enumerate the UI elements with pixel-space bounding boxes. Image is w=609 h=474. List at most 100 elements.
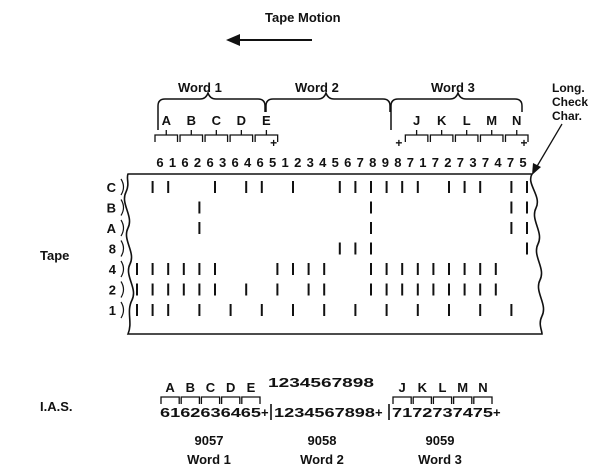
top-letter-a: A: [162, 113, 172, 128]
top-code-digit: 7: [432, 155, 439, 170]
word-3-brace: [390, 90, 523, 130]
plus-mark: +: [520, 136, 527, 150]
top-code-digit: 6: [156, 155, 163, 170]
row-brace: [120, 199, 125, 216]
top-code-digit: 7: [507, 155, 514, 170]
tape-outline: [123, 173, 545, 335]
callout-line-3: Char.: [552, 109, 582, 123]
word-2-label: Word 2: [295, 80, 339, 95]
top-code-digit: 4: [494, 155, 502, 170]
ias-letter-bracket: [160, 396, 180, 404]
top-code-digit: 8: [369, 155, 376, 170]
top-code-digit: 5: [332, 155, 339, 170]
ias-address-3: 9059: [426, 433, 455, 448]
row-brace: [120, 219, 125, 237]
top-code-digit: 1: [282, 155, 289, 170]
ias-plus-3: +: [493, 405, 501, 420]
letter-bracket: [479, 130, 504, 142]
ias-codes-word-3: 7172737475: [392, 405, 493, 420]
ias-letter-m: M: [457, 380, 468, 395]
tape-row-label-C: C: [107, 180, 117, 195]
row-brace: [120, 301, 125, 319]
ias-letter-e: E: [247, 380, 256, 395]
letter-bracket: [504, 130, 529, 142]
letter-bracket: [204, 130, 229, 142]
ias-letter-a: A: [165, 380, 175, 395]
word-1-label: Word 1: [178, 80, 222, 95]
top-code-digit: 2: [444, 155, 451, 170]
tape-row-label-1: 1: [109, 303, 116, 318]
top-letter-m: M: [486, 113, 497, 128]
ias-letter-bracket: [241, 396, 261, 404]
plus-mark: +: [270, 136, 277, 150]
tape-row-label-8: 8: [109, 242, 116, 257]
top-code-digit: 6: [257, 155, 264, 170]
ias-letter-bracket: [473, 396, 493, 404]
row-brace: [120, 260, 125, 278]
ias-letter-bracket: [392, 396, 412, 404]
top-letter-j: J: [413, 113, 420, 128]
callout-line-1: Long.: [552, 81, 585, 95]
top-code-digit: 7: [407, 155, 414, 170]
ias-letter-b: B: [186, 380, 195, 395]
top-letter-e: E: [262, 113, 271, 128]
ias-letter-bracket: [220, 396, 241, 404]
ias-plus-1: +: [261, 405, 269, 420]
top-code-digit: 6: [206, 155, 213, 170]
tape-row-label-2: 2: [109, 283, 116, 298]
top-code-digit: 3: [469, 155, 476, 170]
top-code-digit: 8: [394, 155, 401, 170]
ias-letter-bracket: [452, 396, 473, 404]
top-letter-l: L: [463, 113, 471, 128]
ias-digits-top: 1234567898: [268, 375, 374, 390]
top-code-digit: 7: [357, 155, 364, 170]
ias-letter-bracket: [432, 396, 453, 404]
ias-word-2: Word 2: [300, 452, 344, 467]
callout-line-2: Check: [552, 95, 588, 109]
ias-letter-bracket: [200, 396, 221, 404]
letter-bracket: [154, 130, 179, 142]
top-code-digit: 6: [181, 155, 188, 170]
ias-letter-j: J: [398, 380, 405, 395]
tape-motion-arrow-icon: [226, 34, 312, 46]
letter-bracket: [429, 130, 454, 142]
ias-word-3: Word 3: [418, 452, 462, 467]
ias-letter-d: D: [226, 380, 235, 395]
ias-codes-word-2: 1234567898: [274, 405, 375, 420]
tape-row-label-B: B: [107, 201, 116, 216]
ias-letter-bracket: [180, 396, 201, 404]
word-2-brace: [265, 90, 391, 112]
top-code-digit: 7: [457, 155, 464, 170]
tape-bit-marks: [136, 181, 528, 316]
top-code-digit: 1: [169, 155, 176, 170]
letter-bracket: [254, 130, 279, 142]
top-code-digit: 6: [231, 155, 238, 170]
tape-row-label-A: A: [107, 221, 117, 236]
ias-letter-k: K: [418, 380, 428, 395]
top-code-digit: 4: [244, 155, 252, 170]
top-code-digit: 5: [519, 155, 526, 170]
tape-row-label-4: 4: [109, 262, 117, 277]
ias-address-1: 9057: [195, 433, 224, 448]
ias-label: I.A.S.: [40, 399, 73, 414]
row-brace: [120, 281, 125, 298]
top-code-digit: 2: [294, 155, 301, 170]
letter-bracket: [404, 130, 429, 142]
callout-arrow-icon: [532, 123, 563, 175]
top-letter-c: C: [212, 113, 222, 128]
letter-bracket: [229, 130, 254, 142]
ias-letter-c: C: [206, 380, 216, 395]
top-code-digit: 4: [319, 155, 327, 170]
row-brace: [120, 178, 125, 196]
tape-row-labels: CBA 8 4 2 1: [107, 178, 125, 319]
top-code-digit: 7: [482, 155, 489, 170]
ias-plus-2: +: [375, 405, 383, 420]
top-letter-k: K: [437, 113, 447, 128]
letter-bracket: [179, 130, 204, 142]
top-code-digit: 6: [344, 155, 351, 170]
